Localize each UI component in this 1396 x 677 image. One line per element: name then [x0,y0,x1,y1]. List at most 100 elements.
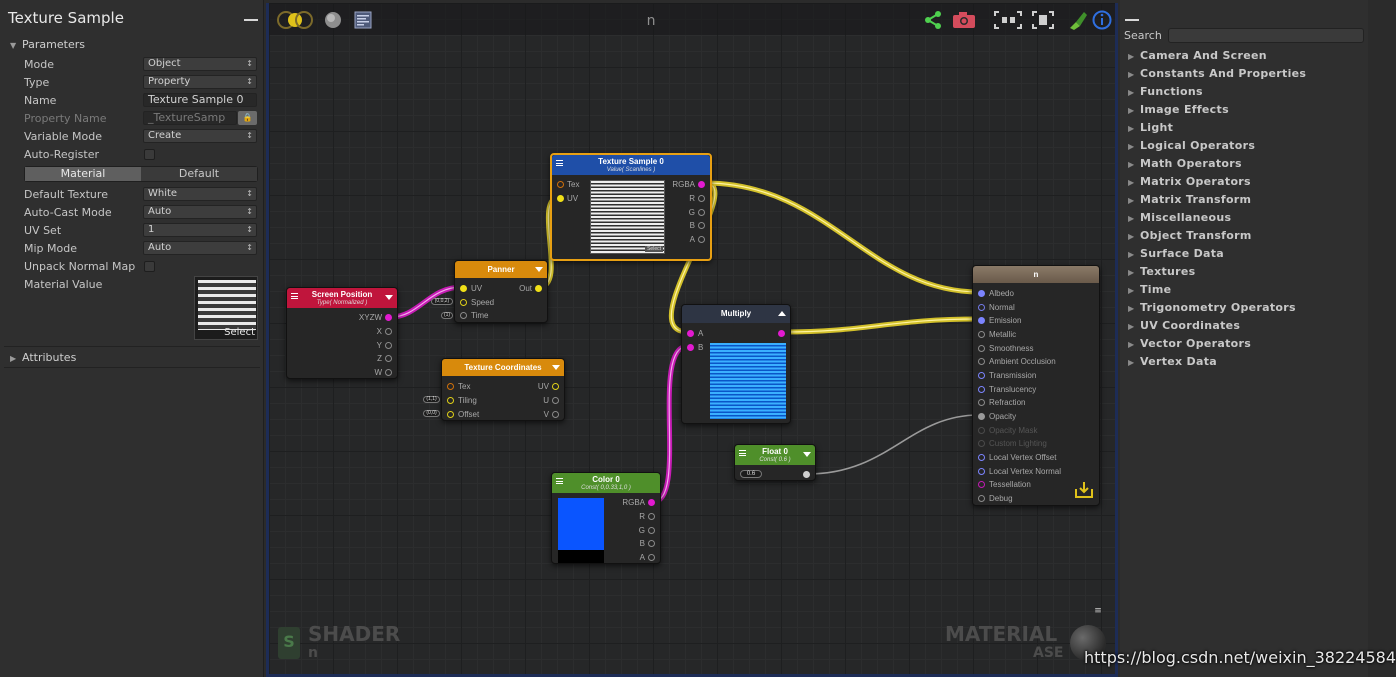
node-header[interactable]: Texture Sample 0 Value( Scanlines ) [552,155,710,175]
tiling-field[interactable]: (1,1) [423,396,440,403]
input-port-dot[interactable] [687,330,694,337]
default-texture-dropdown[interactable]: White [143,187,257,201]
menu-icon[interactable] [556,478,563,484]
category-uv-coordinates[interactable]: ▶UV Coordinates [1128,319,1241,332]
parameters-section-header[interactable]: ▼Parameters [10,38,85,51]
node-header[interactable]: Float 0 Const( 0.6 ) [735,445,815,465]
input-port-dot[interactable] [447,397,454,404]
chevron-up-icon[interactable] [778,311,786,316]
output-port-dot[interactable] [698,181,705,188]
color-swatch[interactable] [558,498,604,550]
preview-sphere-icon[interactable] [323,10,343,30]
menu-icon[interactable] [291,293,298,299]
input-port-dot[interactable] [460,285,467,292]
output-port-dot[interactable] [385,314,392,321]
minimize-icon[interactable] [1125,19,1139,21]
chevron-down-icon[interactable] [552,365,560,370]
input-port-dot[interactable] [557,181,564,188]
unpack-normal-map-checkbox[interactable] [144,261,155,272]
output-port-dot[interactable] [698,222,705,229]
category-image-effects[interactable]: ▶Image Effects [1128,103,1229,116]
menu-icon[interactable] [739,450,746,456]
type-dropdown[interactable]: Property [143,75,257,89]
chevron-down-icon[interactable] [385,295,393,300]
node-header[interactable]: Screen Position Type( Normalized ) [287,288,397,308]
save-output-icon[interactable] [1074,481,1094,499]
mode-dropdown[interactable]: Object [143,57,257,71]
lock-icon[interactable]: 🔒 [238,111,257,125]
input-port-dot[interactable] [557,195,564,202]
info-icon[interactable] [1092,10,1112,30]
node-graph-canvas[interactable]: n [266,3,1118,677]
category-light[interactable]: ▶Light [1128,121,1174,134]
input-port-dot[interactable] [978,386,985,393]
output-node[interactable]: n Albedo Normal Emission Metallic Smooth… [972,265,1100,506]
select-button[interactable]: Select [224,327,255,338]
uv-set-dropdown[interactable]: 1 [143,223,257,237]
input-port-dot[interactable] [978,468,985,475]
auto-cast-mode-dropdown[interactable]: Auto [143,205,257,219]
category-miscellaneous[interactable]: ▶Miscellaneous [1128,211,1232,224]
default-tab[interactable]: Default [141,167,257,181]
category-vertex-data[interactable]: ▶Vertex Data [1128,355,1217,368]
category-vector-operators[interactable]: ▶Vector Operators [1128,337,1252,350]
variable-mode-dropdown[interactable]: Create [143,129,257,143]
input-port-dot[interactable] [978,331,985,338]
input-port-dot[interactable] [460,299,467,306]
input-port-dot[interactable] [460,312,467,319]
panner-speed-field[interactable]: (0,0,2) [431,298,453,305]
input-port-dot[interactable] [978,290,985,297]
float-node[interactable]: Float 0 Const( 0.6 ) 0.6 [734,444,816,481]
input-port-dot[interactable] [978,358,985,365]
select-button[interactable]: Select [645,246,663,252]
name-input[interactable]: Texture Sample 0 [143,93,257,107]
output-port-dot[interactable] [552,411,559,418]
node-header[interactable]: n [973,266,1099,283]
material-preview-sphere[interactable] [1070,625,1106,661]
cleanup-brush-icon[interactable] [1066,10,1088,30]
texture-coordinates-node[interactable]: Texture Coordinates Tex Tiling Offset UV… [441,358,565,421]
category-logical-operators[interactable]: ▶Logical Operators [1128,139,1256,152]
float-value-field[interactable]: 0.6 [740,470,762,478]
output-port-dot[interactable] [385,369,392,376]
output-port-dot[interactable] [803,471,810,478]
input-port-dot[interactable] [978,413,985,420]
panner-time-field[interactable]: (1) [441,312,453,319]
output-port-dot[interactable] [698,209,705,216]
panner-node[interactable]: Panner UV Speed Time Out [454,260,548,323]
input-port-dot[interactable] [978,399,985,406]
node-header[interactable]: Texture Coordinates [442,359,564,376]
input-port-dot[interactable] [447,411,454,418]
options-menu-icon[interactable]: ≡ [1094,606,1102,616]
color-node[interactable]: Color 0 Const( 0,0.33,1,0 ) RGBA R G B A [551,472,661,564]
mip-mode-dropdown[interactable]: Auto [143,241,257,255]
category-textures[interactable]: ▶Textures [1128,265,1196,278]
output-port-dot[interactable] [648,527,655,534]
category-camera-and-screen[interactable]: ▶Camera And Screen [1128,49,1267,62]
node-header[interactable]: Panner [455,261,547,278]
category-functions[interactable]: ▶Functions [1128,85,1203,98]
input-port-dot[interactable] [978,481,985,488]
category-time[interactable]: ▶Time [1128,283,1172,296]
camera-icon[interactable] [951,10,977,30]
category-object-transform[interactable]: ▶Object Transform [1128,229,1252,242]
attributes-section-header[interactable]: ▶Attributes [10,351,77,364]
chevron-down-icon[interactable] [535,267,543,272]
category-math-operators[interactable]: ▶Math Operators [1128,157,1242,170]
output-port-dot[interactable] [385,342,392,349]
multiply-node[interactable]: Multiply A B [681,304,791,424]
output-port-dot[interactable] [698,195,705,202]
share-icon[interactable] [923,10,943,30]
screen-position-node[interactable]: Screen Position Type( Normalized ) XYZW … [286,287,398,379]
input-port-dot[interactable] [978,345,985,352]
auto-register-checkbox[interactable] [144,149,155,160]
node-header[interactable]: Multiply [682,305,790,323]
input-port-dot[interactable] [978,317,985,324]
category-surface-data[interactable]: ▶Surface Data [1128,247,1225,260]
material-value-texture-slot[interactable]: Select [194,276,258,340]
input-port-dot[interactable] [978,495,985,502]
minimize-icon[interactable] [244,19,258,21]
output-port-dot[interactable] [648,513,655,520]
code-view-icon[interactable] [353,10,373,30]
output-port-dot[interactable] [552,397,559,404]
